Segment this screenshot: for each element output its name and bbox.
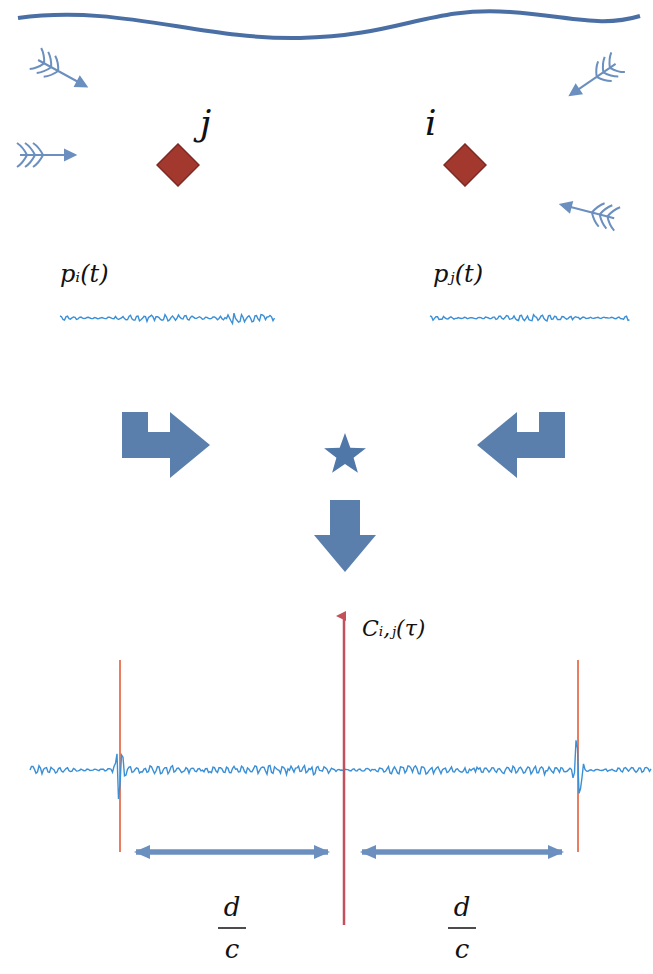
noise-source-head bbox=[561, 202, 572, 212]
signal-name: pⱼ(t) bbox=[433, 262, 483, 286]
noise-sources bbox=[17, 48, 625, 231]
time-axis bbox=[343, 616, 346, 925]
noise-source-head bbox=[570, 85, 581, 95]
dimension-arrow bbox=[362, 850, 562, 855]
axis-label: Cᵢ,ⱼ(τ) bbox=[362, 618, 425, 640]
dimension-arrow bbox=[136, 850, 328, 855]
sea-surface bbox=[18, 11, 640, 38]
dimension-arrow bbox=[136, 850, 328, 855]
noise-source bbox=[566, 203, 620, 230]
noise-source bbox=[574, 52, 625, 92]
hydrophone-label: j bbox=[200, 105, 211, 141]
noise-source-head bbox=[75, 77, 86, 86]
hydrophone-label: i bbox=[425, 105, 437, 141]
fraction-bar bbox=[448, 927, 476, 929]
fraction-denominator: c bbox=[225, 936, 240, 962]
block-arrow bbox=[477, 412, 565, 478]
signal-trace bbox=[60, 313, 275, 323]
diamond-shape bbox=[443, 143, 487, 187]
fraction-bar bbox=[218, 927, 246, 929]
noise-source bbox=[30, 48, 82, 84]
signal-trace bbox=[430, 315, 630, 321]
block-arrow bbox=[314, 500, 376, 572]
peak-marker bbox=[119, 660, 121, 852]
diamond-shape bbox=[156, 143, 200, 187]
noise-source-head bbox=[65, 150, 75, 160]
fraction-numerator: d bbox=[224, 894, 241, 920]
correlation-star bbox=[324, 433, 366, 473]
hydrophone-diamond: j bbox=[156, 143, 200, 187]
fraction-numerator: d bbox=[454, 894, 471, 920]
noise-source bbox=[17, 143, 70, 167]
fraction-denominator: c bbox=[455, 936, 470, 962]
correlation-trace bbox=[30, 740, 651, 799]
signal-name: pᵢ(t) bbox=[60, 262, 109, 286]
dimension-arrow bbox=[362, 850, 562, 855]
block-arrow bbox=[122, 412, 210, 478]
hydrophone-diamond: i bbox=[443, 143, 487, 187]
